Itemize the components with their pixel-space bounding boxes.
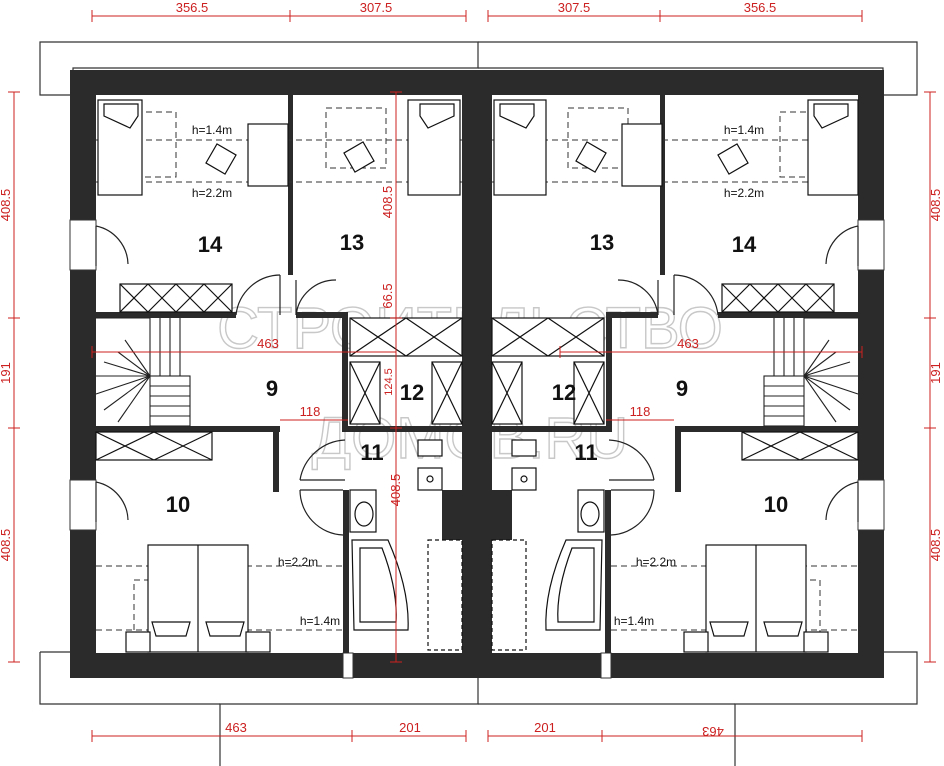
wardrobes xyxy=(95,283,859,461)
dim-bottom-left-a: 463 xyxy=(225,720,247,735)
dim-side-right-upper: 408.5 xyxy=(928,189,943,222)
dim-bottom-right-b: 463 xyxy=(702,724,724,739)
room-12-left: 12 xyxy=(400,380,424,405)
dim-top-left-a: 356.5 xyxy=(176,0,209,15)
dim-side-left-middle: 191 xyxy=(0,362,13,384)
dim-side-left-upper: 408.5 xyxy=(0,189,13,222)
room-14-right: 14 xyxy=(732,232,757,257)
dim-top-right-a: 307.5 xyxy=(558,0,591,15)
staircase-left xyxy=(95,317,191,427)
furniture xyxy=(97,99,859,653)
height-label: h=2.2m xyxy=(636,555,676,569)
dim-stair-right: 463 xyxy=(677,336,699,351)
height-label: h=2.2m xyxy=(724,186,764,200)
dim-top-right-b: 356.5 xyxy=(744,0,777,15)
dimension-labels: 356.5 307.5 307.5 356.5 408.5 191 408.5 … xyxy=(0,0,943,739)
exterior-walls xyxy=(70,70,884,678)
height-label: h=1.4m xyxy=(614,614,654,628)
dim-bath-depth: 408.5 xyxy=(388,474,403,507)
room-11-right: 11 xyxy=(574,440,597,465)
height-label: h=2.2m xyxy=(192,186,232,200)
room-10-right: 10 xyxy=(764,492,788,517)
dim-corridor-left: 118 xyxy=(300,404,321,419)
dim-side-right-middle: 191 xyxy=(928,362,943,384)
dim-side-right-lower: 408.5 xyxy=(928,529,943,562)
room-13-left: 13 xyxy=(340,230,364,255)
height-labels: h=1.4m h=2.2m h=1.4m h=2.2m h=2.2m h=1.4… xyxy=(192,123,764,628)
height-label: h=1.4m xyxy=(724,123,764,137)
height-label: h=2.2m xyxy=(278,555,318,569)
room-14-left: 14 xyxy=(198,232,223,257)
dim-room13-strip: 66.5 xyxy=(380,283,395,308)
room-12-right: 12 xyxy=(552,380,576,405)
room-11-left: 11 xyxy=(360,440,383,465)
room-13-right: 13 xyxy=(590,230,614,255)
height-label: h=1.4m xyxy=(192,123,232,137)
height-label: h=1.4m xyxy=(300,614,340,628)
room-10-left: 10 xyxy=(166,492,190,517)
dim-room12-width: 124.5 xyxy=(383,368,395,396)
room-labels: 14 13 13 14 9 9 12 12 11 11 10 10 xyxy=(166,230,788,517)
dim-corridor-right: 118 xyxy=(630,404,651,419)
doors xyxy=(95,225,859,536)
room-9-right: 9 xyxy=(676,376,688,401)
room-9-left: 9 xyxy=(266,376,278,401)
dim-bottom-left-b: 201 xyxy=(399,720,421,735)
dim-stair-left: 463 xyxy=(257,336,279,351)
dimension-lines xyxy=(8,10,936,742)
dim-top-left-b: 307.5 xyxy=(360,0,393,15)
dim-side-left-lower: 408.5 xyxy=(0,529,13,562)
dim-room13-depth: 408.5 xyxy=(380,186,395,219)
bathroom-fixtures xyxy=(349,439,605,651)
dim-bottom-right-a: 201 xyxy=(534,720,556,735)
staircase-right xyxy=(763,317,859,427)
